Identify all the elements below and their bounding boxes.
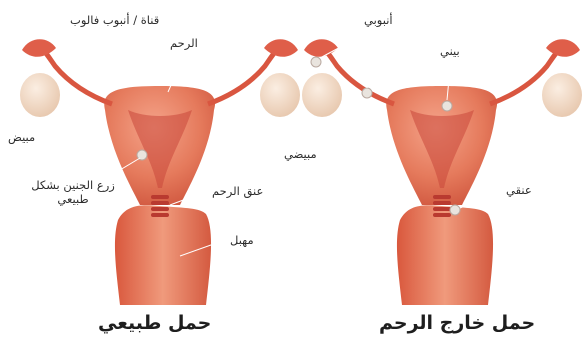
interstitial-site-dot — [442, 101, 452, 111]
caption-normal-pregnancy: حمل طبيعي — [98, 312, 211, 334]
label-cervix: عنق الرحم — [212, 184, 263, 198]
label-interstitial: بيني — [440, 44, 460, 58]
ovary-left — [302, 73, 342, 117]
tubal-site-dot-2 — [362, 88, 372, 98]
cervical-site-dot — [450, 205, 460, 215]
ovary-left — [20, 73, 60, 117]
label-uterus: الرحم — [170, 36, 198, 50]
tubal-site-dot — [311, 57, 321, 67]
fimbriae-right — [546, 39, 580, 57]
ovary-right — [542, 73, 582, 117]
fimbriae-left — [22, 39, 56, 57]
label-cervical: عنقي — [506, 183, 532, 197]
ectopic-pregnancy-illustration — [302, 30, 582, 305]
label-tubal: أنبوبي — [364, 13, 393, 27]
fimbriae-right — [264, 39, 298, 57]
label-ovary: مبيض — [8, 130, 35, 144]
label-vagina: مهبل — [230, 233, 254, 247]
vagina — [115, 205, 211, 305]
caption-ectopic-pregnancy: حمل خارج الرحم — [379, 312, 535, 334]
label-ovarian: مبيضي — [284, 147, 317, 161]
normal-pregnancy-illustration — [20, 27, 300, 305]
ovary-right — [260, 73, 300, 117]
fimbriae-left — [304, 39, 338, 57]
label-implantation: زرع الجنين بشكل طبيعي — [23, 178, 123, 206]
label-fallopian-tube: قناة / أنبوب فالوب — [70, 13, 159, 27]
vagina — [397, 205, 493, 305]
